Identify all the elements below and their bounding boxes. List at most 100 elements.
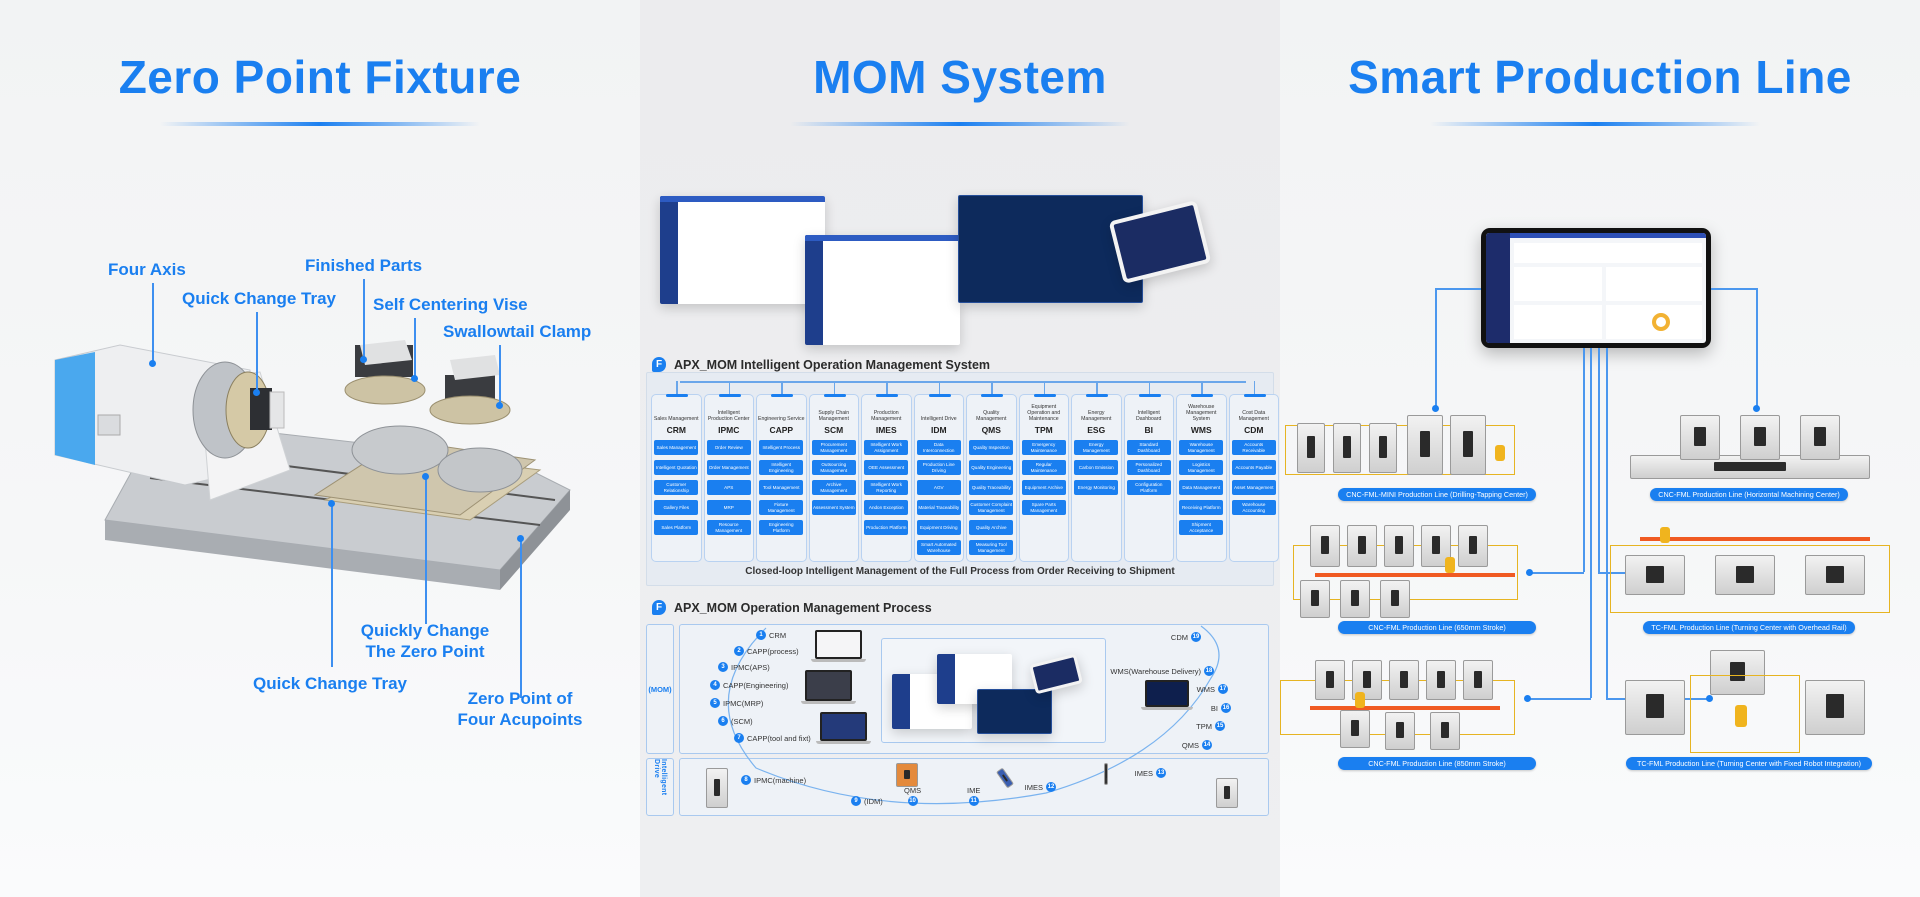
step-label: WMS(Warehouse Delivery) xyxy=(1110,666,1201,676)
dashboard-screen-dark xyxy=(958,195,1143,303)
module-feature-button[interactable]: Gallery Files xyxy=(654,500,699,515)
module-feature-button[interactable]: Configuration Platform xyxy=(1126,480,1171,495)
module-code: QMS xyxy=(981,425,1001,435)
module-code: IPMC xyxy=(718,425,740,435)
module-code: ESG xyxy=(1087,425,1106,435)
module-feature-button[interactable]: Intelligent Engineering xyxy=(759,460,804,475)
module-code: CDM xyxy=(1244,425,1264,435)
module-feature-button[interactable]: Fixture Management xyxy=(759,500,804,515)
tree-branch xyxy=(1148,381,1150,395)
leader-line xyxy=(152,283,154,363)
module-feature-button[interactable]: Asset Management xyxy=(1231,480,1276,495)
module-feature-button[interactable]: Warehouse Management xyxy=(1179,440,1224,455)
module-feature-button[interactable]: Energy Management xyxy=(1074,440,1119,455)
module-feature-button[interactable]: Outsourcing Management xyxy=(811,460,856,475)
module-name: Equipment Operation and Maintenance xyxy=(1027,404,1061,422)
module-feature-button[interactable]: Carbon Emission xyxy=(1074,460,1119,475)
module-feature-button[interactable]: Logistics Management xyxy=(1179,460,1224,475)
step-label: CRM xyxy=(769,630,787,640)
module-feature-button[interactable]: Quality Inspection xyxy=(969,440,1014,455)
mom-system-panel: MOM System F APX_MOM Intelligent Operati… xyxy=(640,0,1280,897)
module-feature-button[interactable]: APS xyxy=(706,480,751,495)
module-feature-button[interactable]: Energy Monitoring xyxy=(1074,480,1119,495)
step-number-badge: 15 xyxy=(1215,721,1225,731)
module-feature-button[interactable]: Engineering Platform xyxy=(759,520,804,535)
module-name: Engineering Service xyxy=(758,416,805,422)
module-feature-button[interactable]: Data Interconnection xyxy=(916,440,961,455)
module-feature-button[interactable]: Spare Parts Management xyxy=(1021,500,1066,515)
module-feature-button[interactable]: Material Traceability xyxy=(916,500,961,515)
module-feature-button[interactable]: Andon Exception xyxy=(864,500,909,515)
port xyxy=(97,414,121,436)
module-feature-button[interactable]: Customer Complaint Management xyxy=(969,500,1014,515)
module-feature-button[interactable]: Accounts Receivable xyxy=(1231,440,1276,455)
module-feature-button[interactable]: Intelligent Work Assignment xyxy=(864,440,909,455)
module-feature-button[interactable]: Tool Management xyxy=(759,480,804,495)
module-feature-button[interactable]: Procurement Management xyxy=(811,440,856,455)
module-feature-button[interactable]: Customer Relationship xyxy=(654,480,699,495)
module-code: BI xyxy=(1144,425,1154,435)
step-label: IMES xyxy=(1134,768,1153,778)
module-feature-button[interactable]: Intelligent Work Reporting xyxy=(864,480,909,495)
module-feature-button[interactable]: OEE Assessment xyxy=(864,460,909,475)
module-feature-button[interactable]: Shipment Acceptance xyxy=(1179,520,1224,535)
module-feature-button[interactable]: Data Management xyxy=(1179,480,1224,495)
module-feature-button[interactable]: Warehouse Accounting xyxy=(1231,500,1276,515)
process-step: 6(SCM) xyxy=(718,716,753,726)
module-code: IDM xyxy=(930,425,947,435)
callout-self-centering-vise: Self Centering Vise xyxy=(373,295,528,314)
module-feature-button[interactable]: AGV xyxy=(916,480,961,495)
connector-line xyxy=(1756,288,1758,408)
module-feature-button[interactable]: Order Management xyxy=(706,460,751,475)
module-feature-button[interactable]: Measuring Tool Management xyxy=(969,540,1014,555)
module-name: Sales Management xyxy=(653,416,699,422)
module-feature-button[interactable]: Emergency Maintenance xyxy=(1021,440,1066,455)
module-name: Intelligent Dashboard xyxy=(1136,410,1162,422)
zero-point-fixture-panel: Zero Point Fixture Four Axis Quick Chang xyxy=(0,0,640,897)
base-plate-front xyxy=(105,520,500,590)
dashboard-screen-1 xyxy=(660,196,825,304)
module-code: SCM xyxy=(824,425,844,435)
callout-quick-change-tray-bottom: Quick Change Tray xyxy=(253,674,407,693)
module-feature-button[interactable]: Production Line Driving xyxy=(916,460,961,475)
module-feature-button[interactable]: Standard Dashboard xyxy=(1126,440,1171,455)
module-feature-button[interactable]: Sales Management xyxy=(654,440,699,455)
module-feature-button[interactable]: MRP xyxy=(706,500,751,515)
module-feature-button[interactable]: Intelligent Process xyxy=(759,440,804,455)
module-feature-button[interactable]: Smart Automated Warehouse xyxy=(916,540,961,555)
module-feature-button[interactable]: Regular Maintenance xyxy=(1021,460,1066,475)
module-feature-button[interactable]: Order Review xyxy=(706,440,751,455)
process-heading: F APX_MOM Operation Management Process xyxy=(652,600,932,615)
system-heading: F APX_MOM Intelligent Operation Manageme… xyxy=(652,357,990,372)
module-feature-button[interactable]: Production Platform xyxy=(864,520,909,535)
production-line-label: CNC-FML Production Line (Horizontal Mach… xyxy=(1650,488,1848,501)
module-feature-button[interactable]: Quality Archive xyxy=(969,520,1014,535)
module-feature-button[interactable]: Intelligent Quotation xyxy=(654,460,699,475)
step-label: CAPP(Engineering) xyxy=(723,680,789,690)
step-number-badge: 3 xyxy=(718,662,728,672)
module-feature-button[interactable]: Receiving Platform xyxy=(1179,500,1224,515)
tree-branch xyxy=(1043,381,1045,395)
module-feature-button[interactable]: Equipment Driving xyxy=(916,520,961,535)
step-number-badge: 13 xyxy=(1156,768,1166,778)
module-feature-button[interactable]: Quality Engineering xyxy=(969,460,1014,475)
leader-dot xyxy=(360,356,367,363)
module-name: Energy Management xyxy=(1081,410,1112,422)
module-feature-button[interactable]: Archive Management xyxy=(811,480,856,495)
line-art-overhead-rail xyxy=(1600,525,1900,620)
module-feature-button[interactable]: Assessment System xyxy=(811,500,856,515)
module-feature-button[interactable]: Sales Platform xyxy=(654,520,699,535)
leader-dot xyxy=(328,500,335,507)
module-feature-button[interactable]: Resource Management xyxy=(706,520,751,535)
step-label: CAPP(process) xyxy=(747,646,799,656)
module-feature-button[interactable]: Quality Traceability xyxy=(969,480,1014,495)
step-number-badge: 7 xyxy=(734,733,744,743)
module-feature-button[interactable]: Accounts Payable xyxy=(1231,460,1276,475)
connector-line xyxy=(1435,288,1481,290)
module-feature-button[interactable]: Equipment Archive xyxy=(1021,480,1066,495)
module-feature-button[interactable]: Personalized Dashboard xyxy=(1126,460,1171,475)
